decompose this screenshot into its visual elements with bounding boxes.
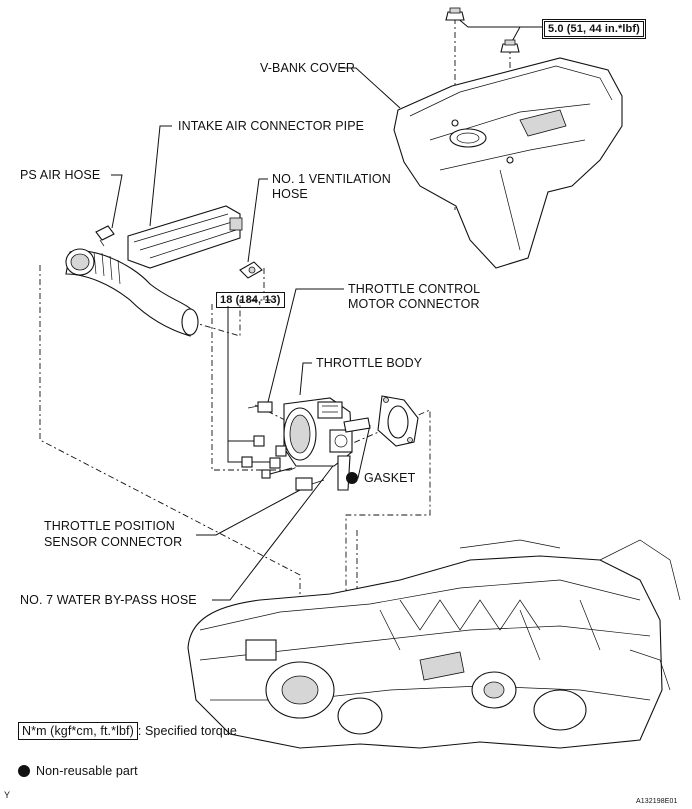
cover-torque-spec: 5.0 (51, 44 in.*lbf) (542, 19, 646, 39)
throttle-bolts (241, 435, 293, 479)
non-reusable-icon (346, 472, 358, 484)
v-bank-cover (393, 57, 623, 269)
ventilation-hose-label-line2: HOSE (272, 187, 308, 201)
ventilation-hose (239, 261, 263, 279)
leader-lines (111, 16, 542, 601)
water-bypass-hose-label: NO. 7 WATER BY-PASS HOSE (20, 593, 197, 607)
legend-non-reusable: Non-reusable part (18, 764, 138, 779)
cover-nut-1 (445, 7, 465, 21)
cover-nut-2 (500, 39, 520, 53)
non-reusable-icon (18, 765, 30, 777)
gasket (377, 395, 419, 447)
motor-connector-label-line1: THROTTLE CONTROL (348, 282, 481, 296)
throttle-body (283, 397, 371, 491)
throttle-torque-spec: 18 (184, 13) (216, 292, 285, 308)
corner-mark: Y (4, 790, 11, 800)
throttle-body-label: THROTTLE BODY (316, 356, 423, 370)
engine-assembly (187, 539, 681, 749)
throttle-control-motor-connector (247, 401, 273, 413)
gasket-label: GASKET (346, 471, 415, 486)
v-bank-cover-label: V-BANK COVER (260, 61, 355, 75)
intake-air-connector-pipe (65, 205, 243, 337)
legend-torque: N*m (kgf*cm, ft.*lbf): Specified torque (18, 722, 237, 740)
ps-air-hose (95, 225, 115, 247)
position-sensor-label-line2: SENSOR CONNECTOR (44, 535, 183, 549)
ventilation-hose-label-line1: NO. 1 VENTILATION (272, 172, 391, 186)
motor-connector-label-line2: MOTOR CONNECTOR (348, 297, 480, 311)
intake-pipe-label: INTAKE AIR CONNECTOR PIPE (178, 119, 365, 133)
figure-code: A132198E01 (636, 798, 678, 805)
position-sensor-label-line1: THROTTLE POSITION (44, 519, 175, 533)
legend-torque-text: : Specified torque (137, 724, 237, 738)
throttle-position-sensor-connector (295, 477, 325, 491)
ps-air-hose-label: PS AIR HOSE (20, 168, 101, 182)
legend-torque-box: N*m (kgf*cm, ft.*lbf) (18, 722, 138, 740)
